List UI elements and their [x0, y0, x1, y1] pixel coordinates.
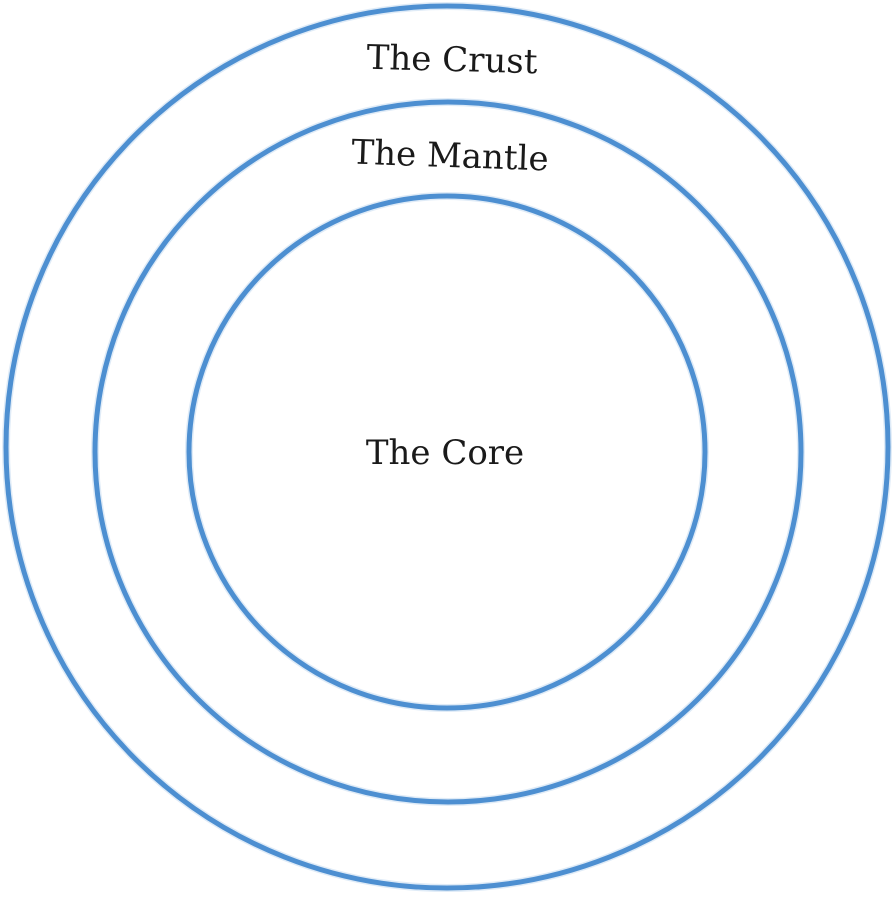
core-ring: [186, 193, 708, 711]
mantle-layer: The Mantle: [91, 98, 805, 806]
mantle-label: The Mantle: [351, 133, 549, 180]
mantle-ring: [92, 99, 804, 805]
core-label: The Core: [366, 433, 524, 473]
crust-ring: [3, 3, 891, 891]
crust-label: The Crust: [366, 38, 538, 82]
core-layer: The Core: [185, 192, 709, 712]
